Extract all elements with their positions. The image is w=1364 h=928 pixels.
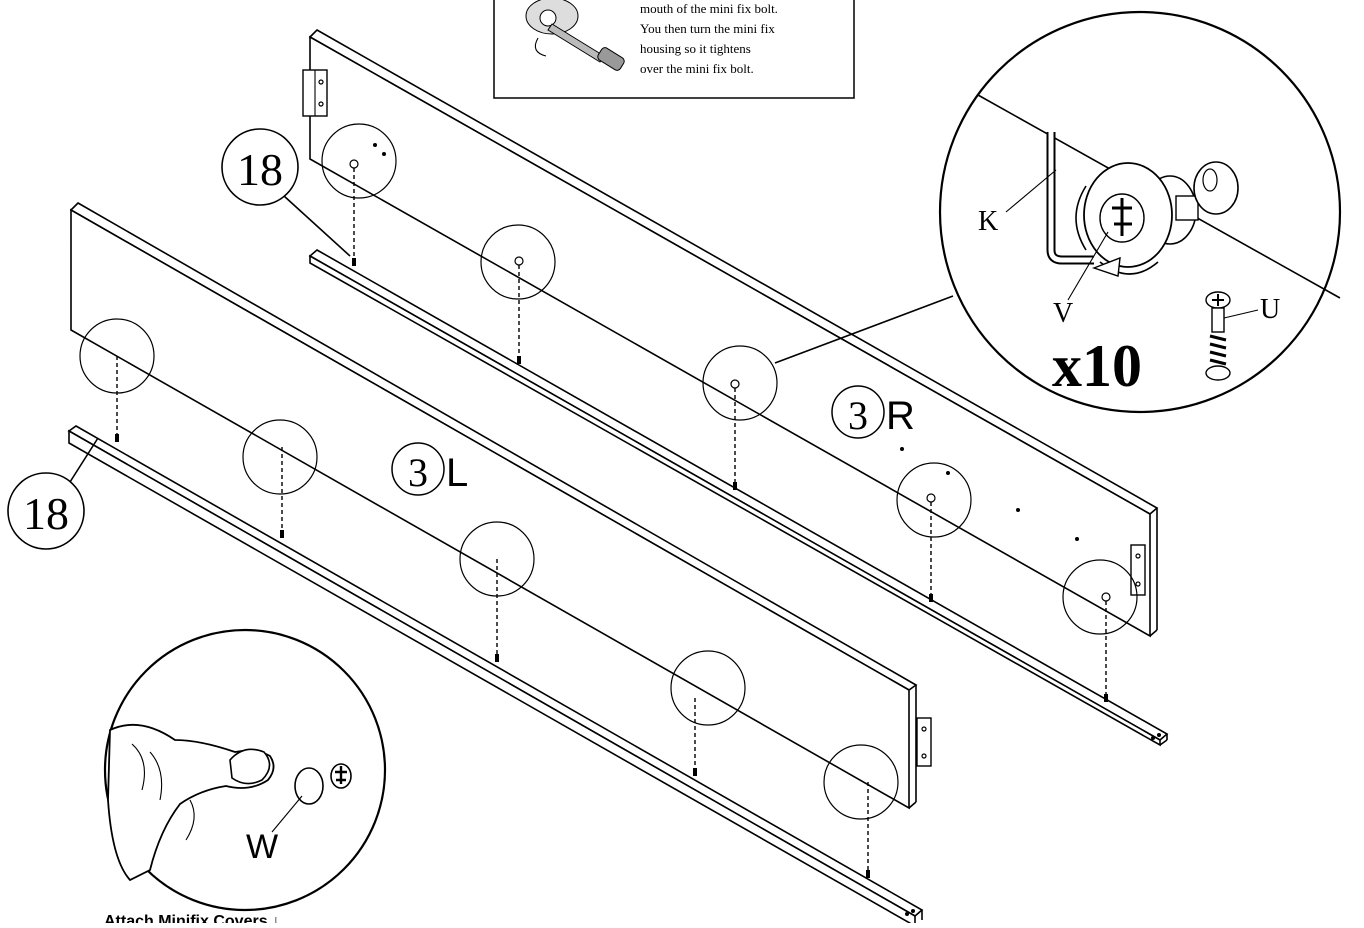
thumb-icon xyxy=(107,723,275,882)
instruction-box: mouth of the mini fix bolt. You then tur… xyxy=(493,0,855,99)
tool-k-label: K xyxy=(978,206,998,237)
hinge-bracket-top-left xyxy=(302,69,328,117)
label-rail-18-top: 18 xyxy=(221,128,351,257)
dowel-marks-bottom-rail xyxy=(115,356,870,878)
instruction-line-1: mouth of the mini fix bolt. xyxy=(640,1,778,16)
label-panel-3r: 3 R xyxy=(831,385,915,439)
cam-lock-illustration xyxy=(525,0,625,71)
panel-3r-side: R xyxy=(886,394,915,438)
cam-housing-icon xyxy=(1075,161,1239,277)
panel-3r-number: 3 xyxy=(848,393,868,438)
hex-key-icon xyxy=(1046,132,1094,265)
panel-3r xyxy=(302,29,1159,638)
cam-bolt-u-icon xyxy=(1205,291,1231,381)
instruction-line-2: You then turn the mini fix xyxy=(640,21,775,36)
instruction-line-3: housing so it tightens xyxy=(640,41,751,56)
panel-3l-side: L xyxy=(446,451,468,495)
callout-cover-detail: W xyxy=(103,628,387,912)
part-w-label: W xyxy=(246,828,278,866)
label-rail-18-bottom: 18 xyxy=(7,437,99,550)
rail-18-top-number: 18 xyxy=(237,144,283,195)
hinge-bracket-left-panel xyxy=(916,717,932,767)
label-panel-3l: 3 L xyxy=(391,442,468,496)
part-v-label: V xyxy=(1053,298,1073,329)
dowel-marks-top-rail xyxy=(352,168,1108,702)
quantity-label: x10 xyxy=(1052,333,1142,399)
part-u-label: U xyxy=(1260,294,1280,325)
instruction-line-4: over the mini fix bolt. xyxy=(640,61,754,76)
panel-3l xyxy=(69,202,932,820)
rail-18-bottom-number: 18 xyxy=(23,488,69,539)
cover-cap-w-icon xyxy=(294,763,352,805)
hinge-bracket-bottom-right xyxy=(1130,544,1146,596)
panel-3l-number: 3 xyxy=(408,450,428,495)
rail-18-top xyxy=(308,249,1169,747)
callout-cam-lock-detail: K V U x10 xyxy=(774,10,1342,414)
step-caption: Attach Minifix Covers ↓ xyxy=(104,913,280,923)
